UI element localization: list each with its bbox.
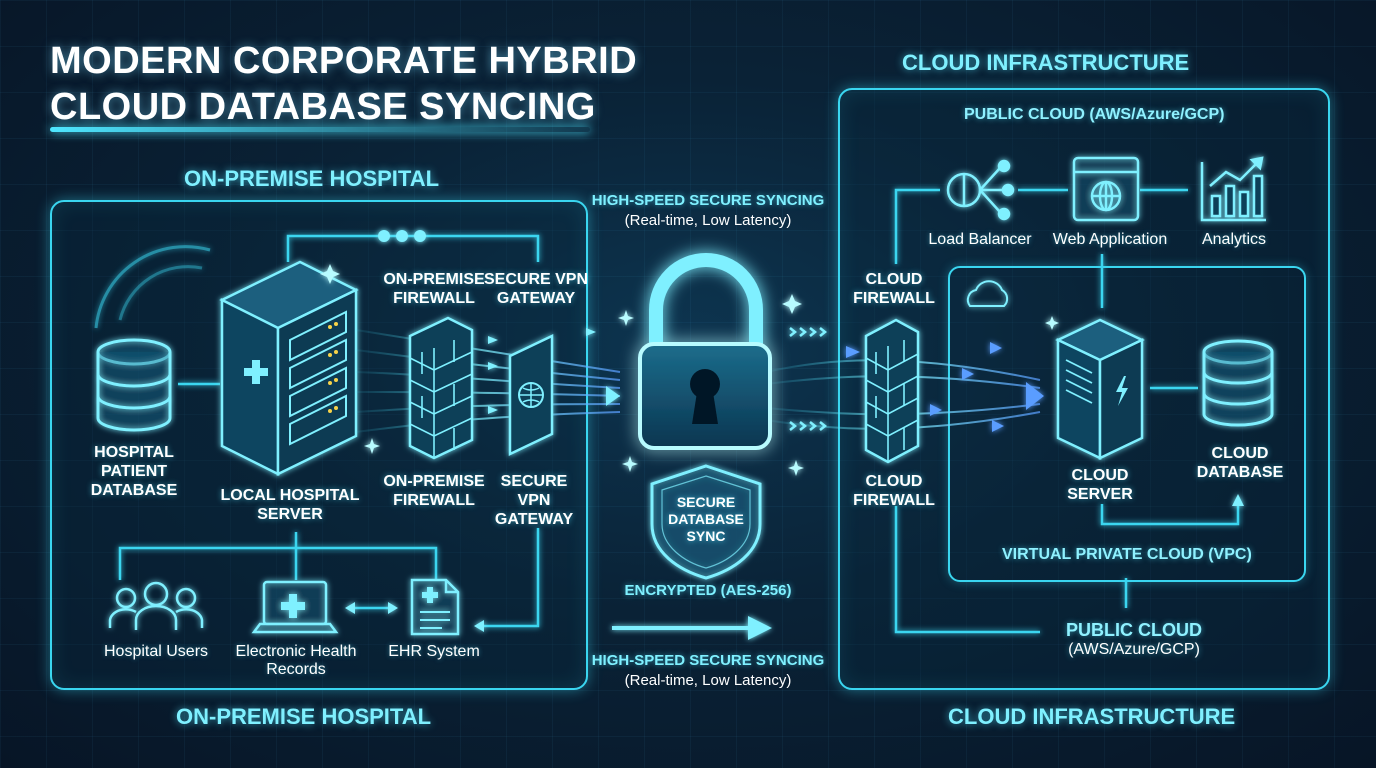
web-application-icon — [1072, 156, 1140, 222]
cloud-server-label: CLOUD SERVER — [1067, 467, 1133, 503]
page-title: MODERN CORPORATE HYBRID CLOUD DATABASE S… — [50, 38, 637, 130]
cloud-database-label: CLOUD DATABASE — [1196, 445, 1284, 481]
cloud-heading-bottom: CLOUD INFRASTRUCTURE — [948, 704, 1236, 729]
vpn-gateway-icon — [508, 334, 554, 456]
title-underline — [50, 127, 590, 132]
web-application-label: Web Application — [1052, 231, 1168, 248]
hospital-server-icon — [219, 260, 359, 477]
cloud-heading-top: CLOUD INFRASTRUCTURE — [902, 50, 1190, 75]
vpc-label: VIRTUAL PRIVATE CLOUD (VPC) — [1002, 546, 1252, 563]
electronic-health-records-icon — [251, 580, 339, 634]
vpn-gateway-label-bottom: SECURE VPN GATEWAY — [494, 473, 574, 528]
analytics-icon — [1200, 156, 1266, 222]
cloud-firewall-icon — [864, 318, 920, 464]
padlock-icon — [638, 253, 772, 450]
on-premise-firewall-label-top: ON-PREMISE FIREWALL — [383, 271, 485, 307]
ehr-system-icon — [410, 578, 460, 636]
encrypted-label: ENCRYPTED (AES-256) — [624, 582, 792, 599]
cloud-server-icon — [1055, 318, 1145, 460]
cloud-firewall-label-bottom: CLOUD FIREWALL — [853, 473, 935, 509]
local-server-label: LOCAL HOSPITAL SERVER — [220, 487, 360, 523]
public-cloud-label-top: PUBLIC CLOUD (AWS/Azure/GCP) — [964, 106, 1225, 123]
hospital-users-label: Hospital Users — [103, 643, 209, 660]
sync-top-subtitle: (Real-time, Low Latency) — [624, 212, 792, 229]
ehr-system-label: EHR System — [388, 643, 480, 660]
title-line-2: CLOUD DATABASE SYNCING — [50, 86, 596, 128]
public-cloud-label-bottom: PUBLIC CLOUD (AWS/Azure/GCP) — [1066, 620, 1202, 658]
cloud-database-icon — [1202, 339, 1274, 427]
cloud-icon — [966, 280, 1009, 307]
sync-bottom-title: HIGH-SPEED SECURE SYNCING — [591, 652, 825, 669]
load-balancer-icon — [946, 159, 1015, 221]
load-balancer-label: Load Balancer — [928, 231, 1032, 248]
on-premise-firewall-label-bottom: ON-PREMISE FIREWALL — [383, 473, 485, 509]
shield-icon — [650, 464, 762, 580]
on-premise-heading-top: ON-PREMISE HOSPITAL — [184, 166, 440, 191]
patient-database-label: HOSPITAL PATIENT DATABASE — [90, 444, 178, 499]
sync-bottom-subtitle: (Real-time, Low Latency) — [624, 672, 792, 689]
shield-label: SECURE DATABASE SYNC — [668, 494, 744, 544]
cloud-firewall-label-top: CLOUD FIREWALL — [853, 271, 935, 307]
title-line-1: MODERN CORPORATE HYBRID — [50, 40, 638, 82]
analytics-label: Analytics — [1201, 231, 1267, 248]
on-premise-heading-bottom: ON-PREMISE HOSPITAL — [176, 704, 432, 729]
electronic-health-records-label: Electronic Health Records — [235, 643, 357, 678]
sync-top-title: HIGH-SPEED SECURE SYNCING — [591, 192, 825, 209]
patient-database-icon — [96, 338, 172, 432]
hospital-users-icon — [108, 581, 204, 630]
on-premise-firewall-icon — [408, 316, 474, 460]
vpn-gateway-label-top: SECURE VPN GATEWAY — [483, 271, 589, 307]
